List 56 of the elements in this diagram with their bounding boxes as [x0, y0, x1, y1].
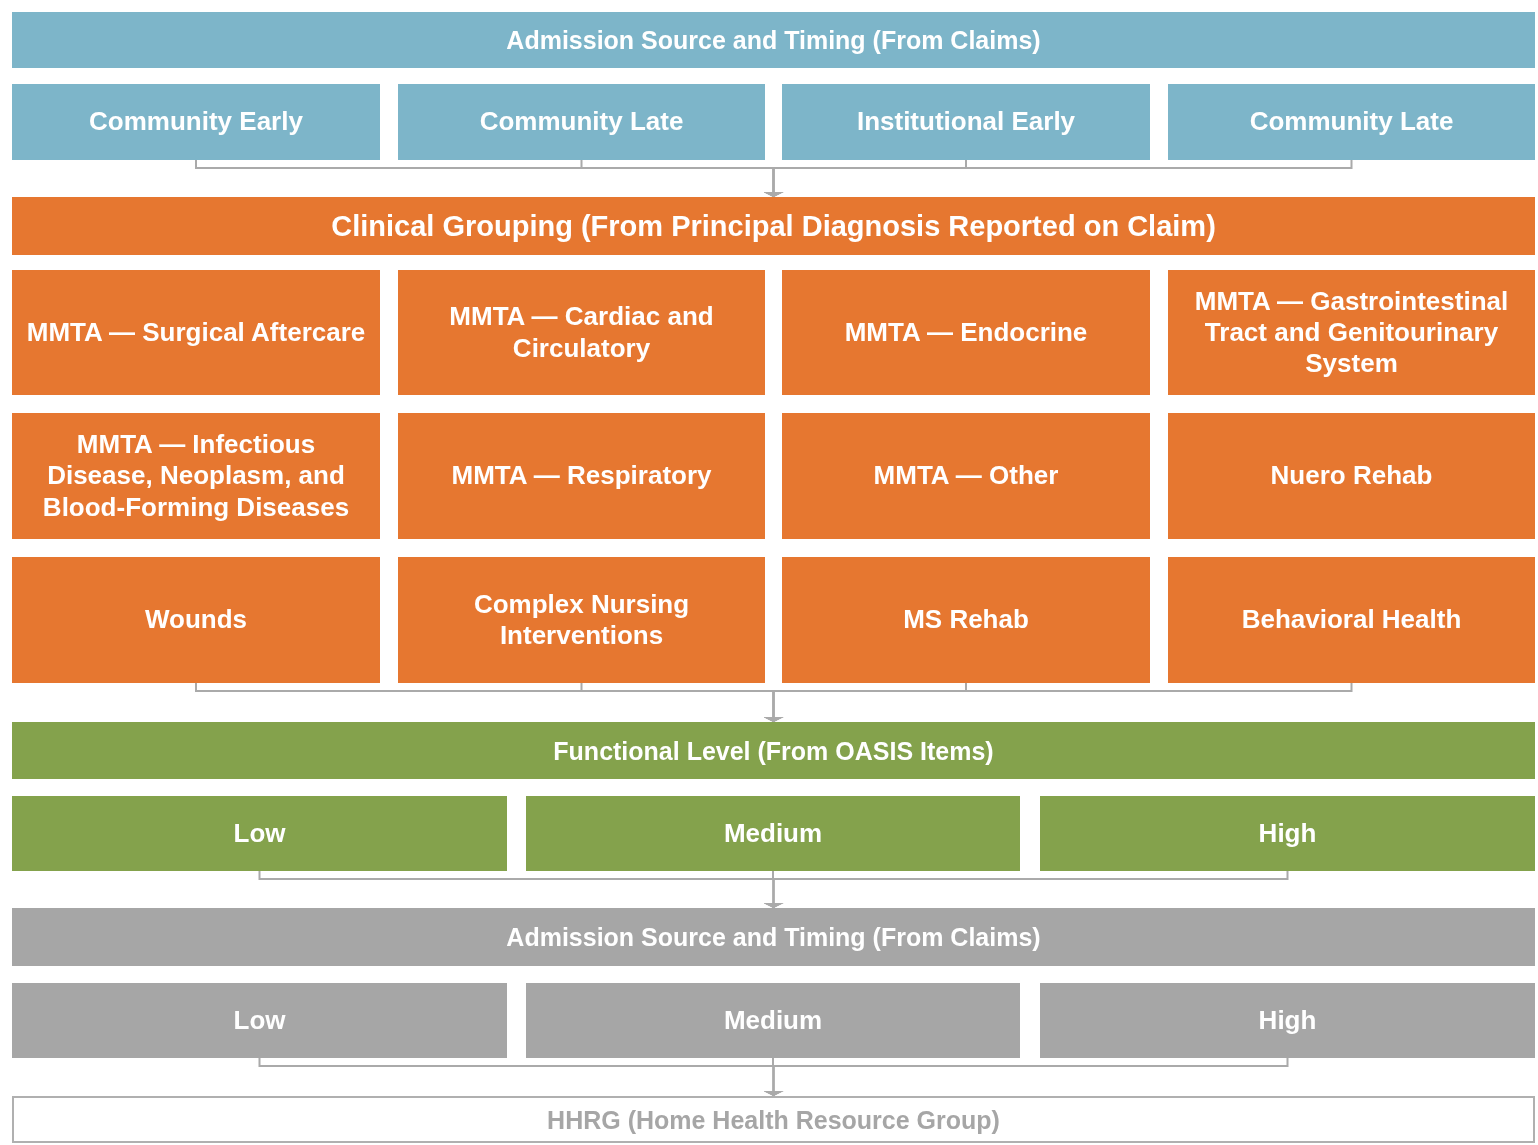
category-box	[526, 796, 1020, 871]
category-box	[12, 270, 380, 395]
box-label: MMTA — Cardiac and Circulatory	[448, 301, 715, 364]
category-box	[398, 270, 765, 395]
box-label: MS Rehab	[903, 604, 1029, 636]
category-box	[12, 84, 380, 160]
box-label: Medium	[723, 817, 823, 850]
box-label: Functional Level (From OASIS Items)	[553, 735, 994, 766]
stage-header-band	[12, 722, 1535, 779]
stage-header-band	[12, 12, 1535, 68]
category-box	[1168, 270, 1535, 395]
stage-header-band	[12, 197, 1535, 255]
category-box	[398, 413, 765, 539]
box-label: Low	[233, 1004, 286, 1037]
category-box	[1040, 796, 1535, 871]
box-label: High	[1258, 1004, 1317, 1037]
box-label: Institutional Early	[856, 106, 1076, 138]
box-label: MMTA — Endocrine	[844, 316, 1088, 349]
box-label: MMTA — Infectious Disease, Neoplasm, and Blood-Forming Diseases	[41, 429, 351, 523]
category-box	[782, 557, 1150, 683]
box-label: Community Late	[479, 106, 684, 138]
box-label: Community Late	[1249, 106, 1454, 138]
category-box	[1168, 557, 1535, 683]
category-box	[12, 557, 380, 683]
category-box	[12, 413, 380, 539]
box-label: High	[1258, 817, 1317, 850]
category-box	[12, 796, 507, 871]
box-label: Medium	[723, 1004, 823, 1037]
category-box	[1168, 84, 1535, 160]
box-label: Behavioral Health	[1241, 604, 1462, 636]
connector-arrow	[763, 870, 1289, 909]
category-box	[1040, 983, 1535, 1058]
box-label: Admission Source and Timing (From Claims)	[506, 922, 1041, 952]
box-label: Clinical Grouping (From Principal Diagnosis Reported on Claim)	[331, 208, 1216, 244]
category-box	[782, 84, 1150, 160]
category-box	[398, 557, 765, 683]
box-label: MMTA — Gastrointestinal Tract and Genitourinary System	[1193, 285, 1510, 380]
box-label: Nuero Rehab	[1270, 460, 1433, 492]
category-box	[526, 983, 1020, 1058]
box-label: Complex Nursing Interventions	[472, 588, 691, 652]
box-label: MMTA — Respiratory	[451, 460, 712, 492]
stage-header-band	[12, 1096, 1535, 1143]
category-box	[12, 983, 507, 1058]
box-label: Admission Source and Timing (From Claims)	[506, 25, 1041, 55]
category-box	[782, 413, 1150, 539]
box-label: MMTA — Other	[873, 460, 1059, 492]
stage-header-band	[12, 908, 1535, 966]
connector-arrow	[763, 1057, 1289, 1097]
box-label: HHRG (Home Health Resource Group)	[547, 1104, 1000, 1135]
category-box	[398, 84, 765, 160]
box-label: Low	[233, 817, 286, 850]
box-label: Wounds	[144, 604, 248, 636]
category-box	[1168, 413, 1535, 539]
box-label: Community Early	[89, 106, 303, 138]
box-label: MMTA — Surgical Aftercare	[26, 316, 366, 349]
category-box	[782, 270, 1150, 395]
